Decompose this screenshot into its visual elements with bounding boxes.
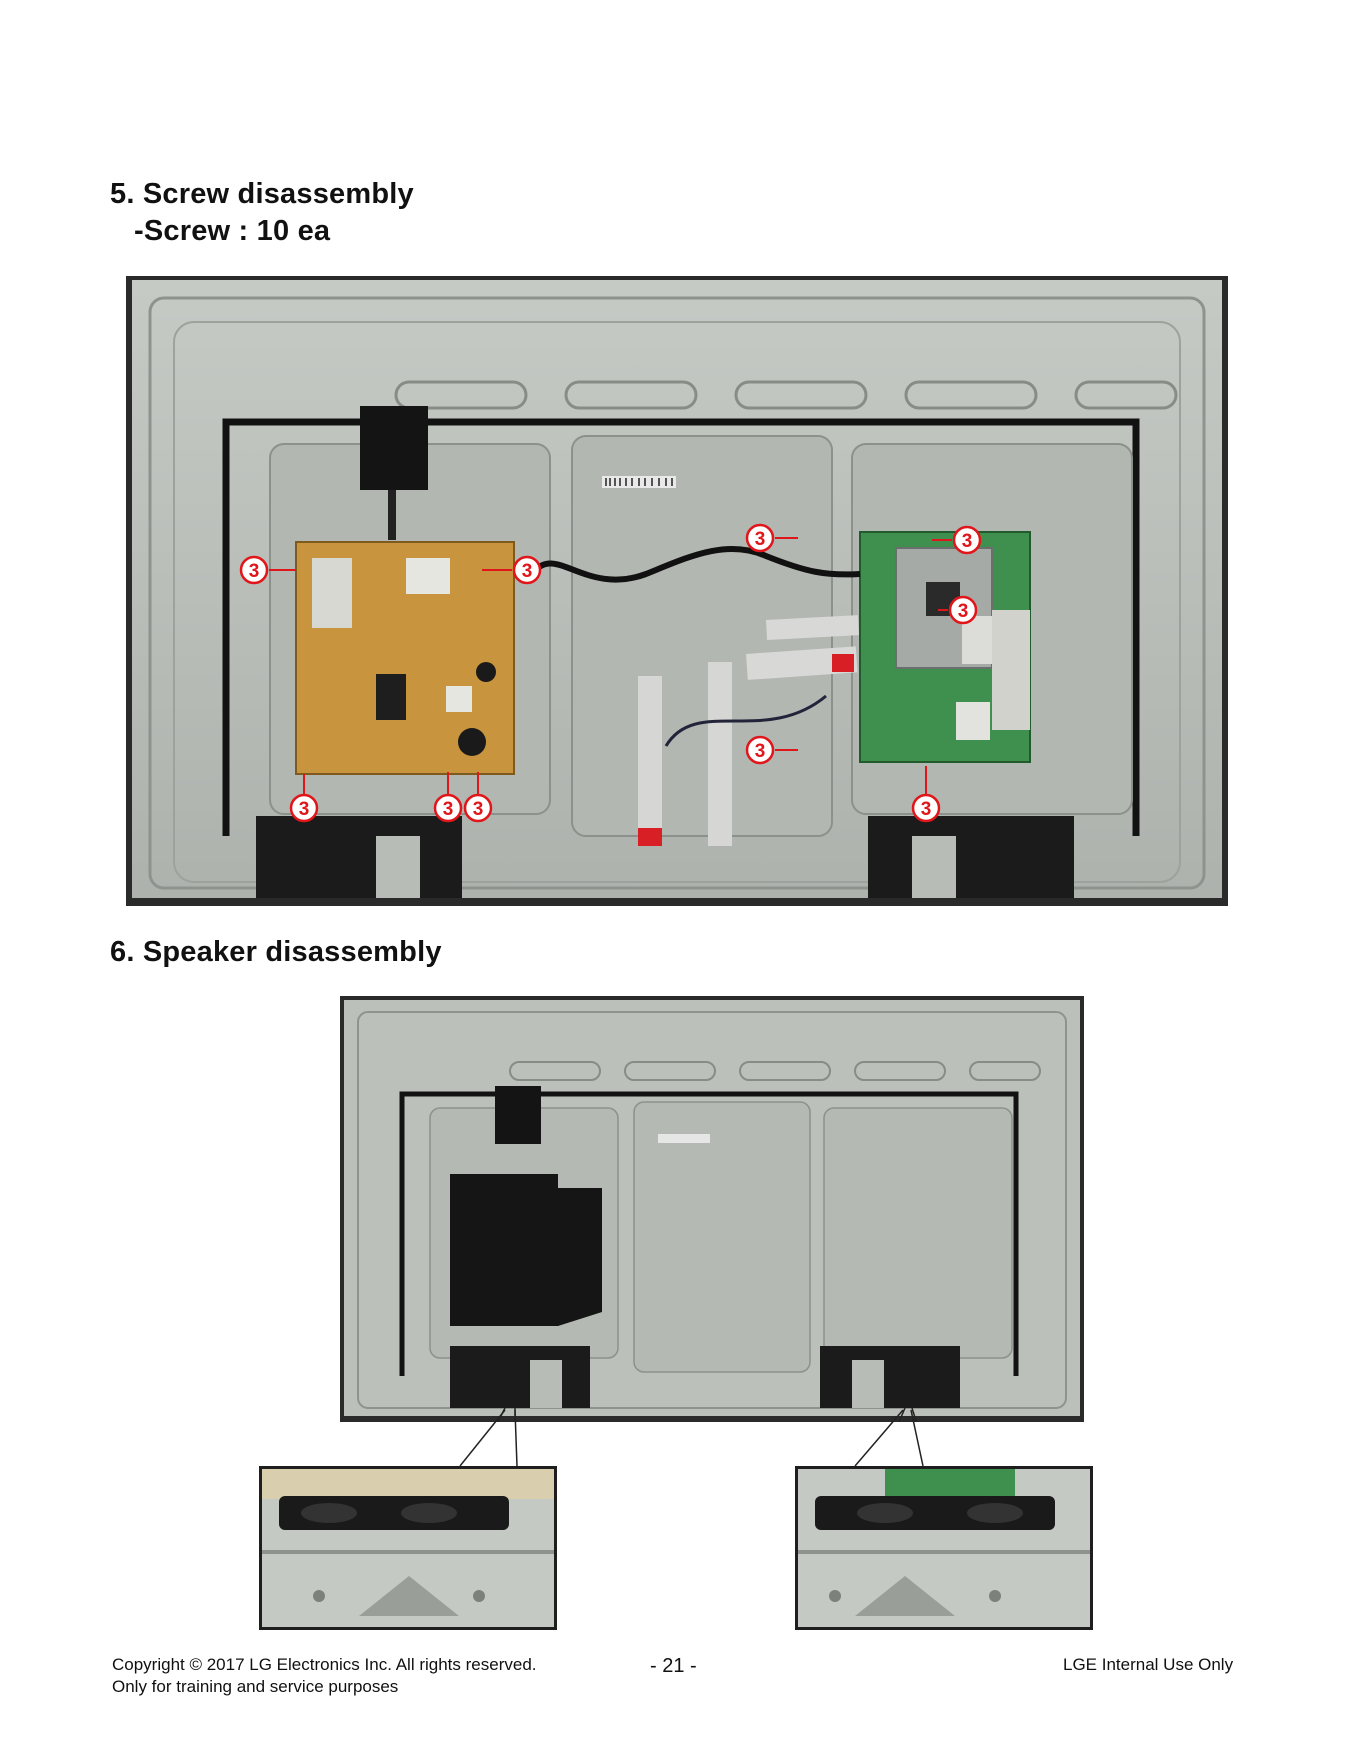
callout-label: 3	[958, 601, 969, 622]
section-5-subtitle: -Screw : 10 ea	[134, 215, 331, 247]
footer-copyright: Copyright © 2017 LG Electronics Inc. All…	[112, 1655, 537, 1674]
callout-label: 3	[921, 799, 932, 820]
footer-purpose: Only for training and service purposes	[112, 1677, 399, 1696]
left-speaker-detail-photo	[259, 1466, 557, 1630]
footer-internal-use: LGE Internal Use Only	[1063, 1655, 1234, 1674]
page-number: - 21 -	[650, 1655, 697, 1677]
section-6-title: 6. Speaker disassembly	[110, 936, 442, 968]
detail-leader-lines	[459, 1409, 924, 1466]
callout-label: 3	[443, 799, 454, 820]
callout-label: 3	[249, 561, 260, 582]
callout-label: 3	[962, 531, 973, 552]
callout-label: 3	[755, 529, 766, 550]
callout-label: 3	[299, 799, 310, 820]
callout-label: 3	[473, 799, 484, 820]
section-5-title: 5. Screw disassembly	[110, 178, 414, 210]
screw-callouts: 3 3 3 3 3 3 3 3 3 3	[239, 523, 982, 823]
tv-back-screw-photo: 3 3 3 3 3 3 3 3 3 3	[126, 276, 1228, 906]
callout-label: 3	[755, 741, 766, 762]
callout-label: 3	[522, 561, 533, 582]
right-speaker-detail-photo	[795, 1466, 1093, 1630]
tv-back-speaker-photo	[340, 996, 1084, 1422]
